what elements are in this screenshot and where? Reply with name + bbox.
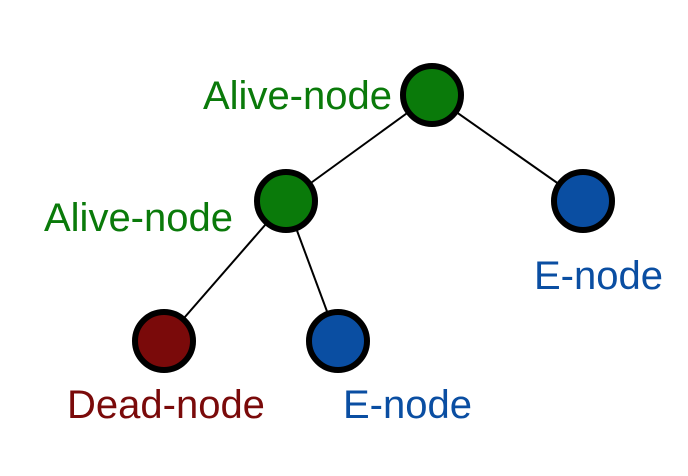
right-child-node [551, 169, 615, 233]
left-child-node-label: Alive-node [43, 196, 233, 240]
left-right-leaf-node [306, 309, 370, 373]
left-left-leaf-node-label: Dead-node [67, 383, 265, 427]
right-child-node-label: E-node [534, 254, 663, 298]
root-node-label: Alive-node [202, 74, 392, 118]
left-child-node [254, 169, 318, 233]
left-left-leaf-node [132, 309, 196, 373]
left-right-leaf-node-label: E-node [343, 383, 472, 427]
root-node [400, 63, 464, 127]
